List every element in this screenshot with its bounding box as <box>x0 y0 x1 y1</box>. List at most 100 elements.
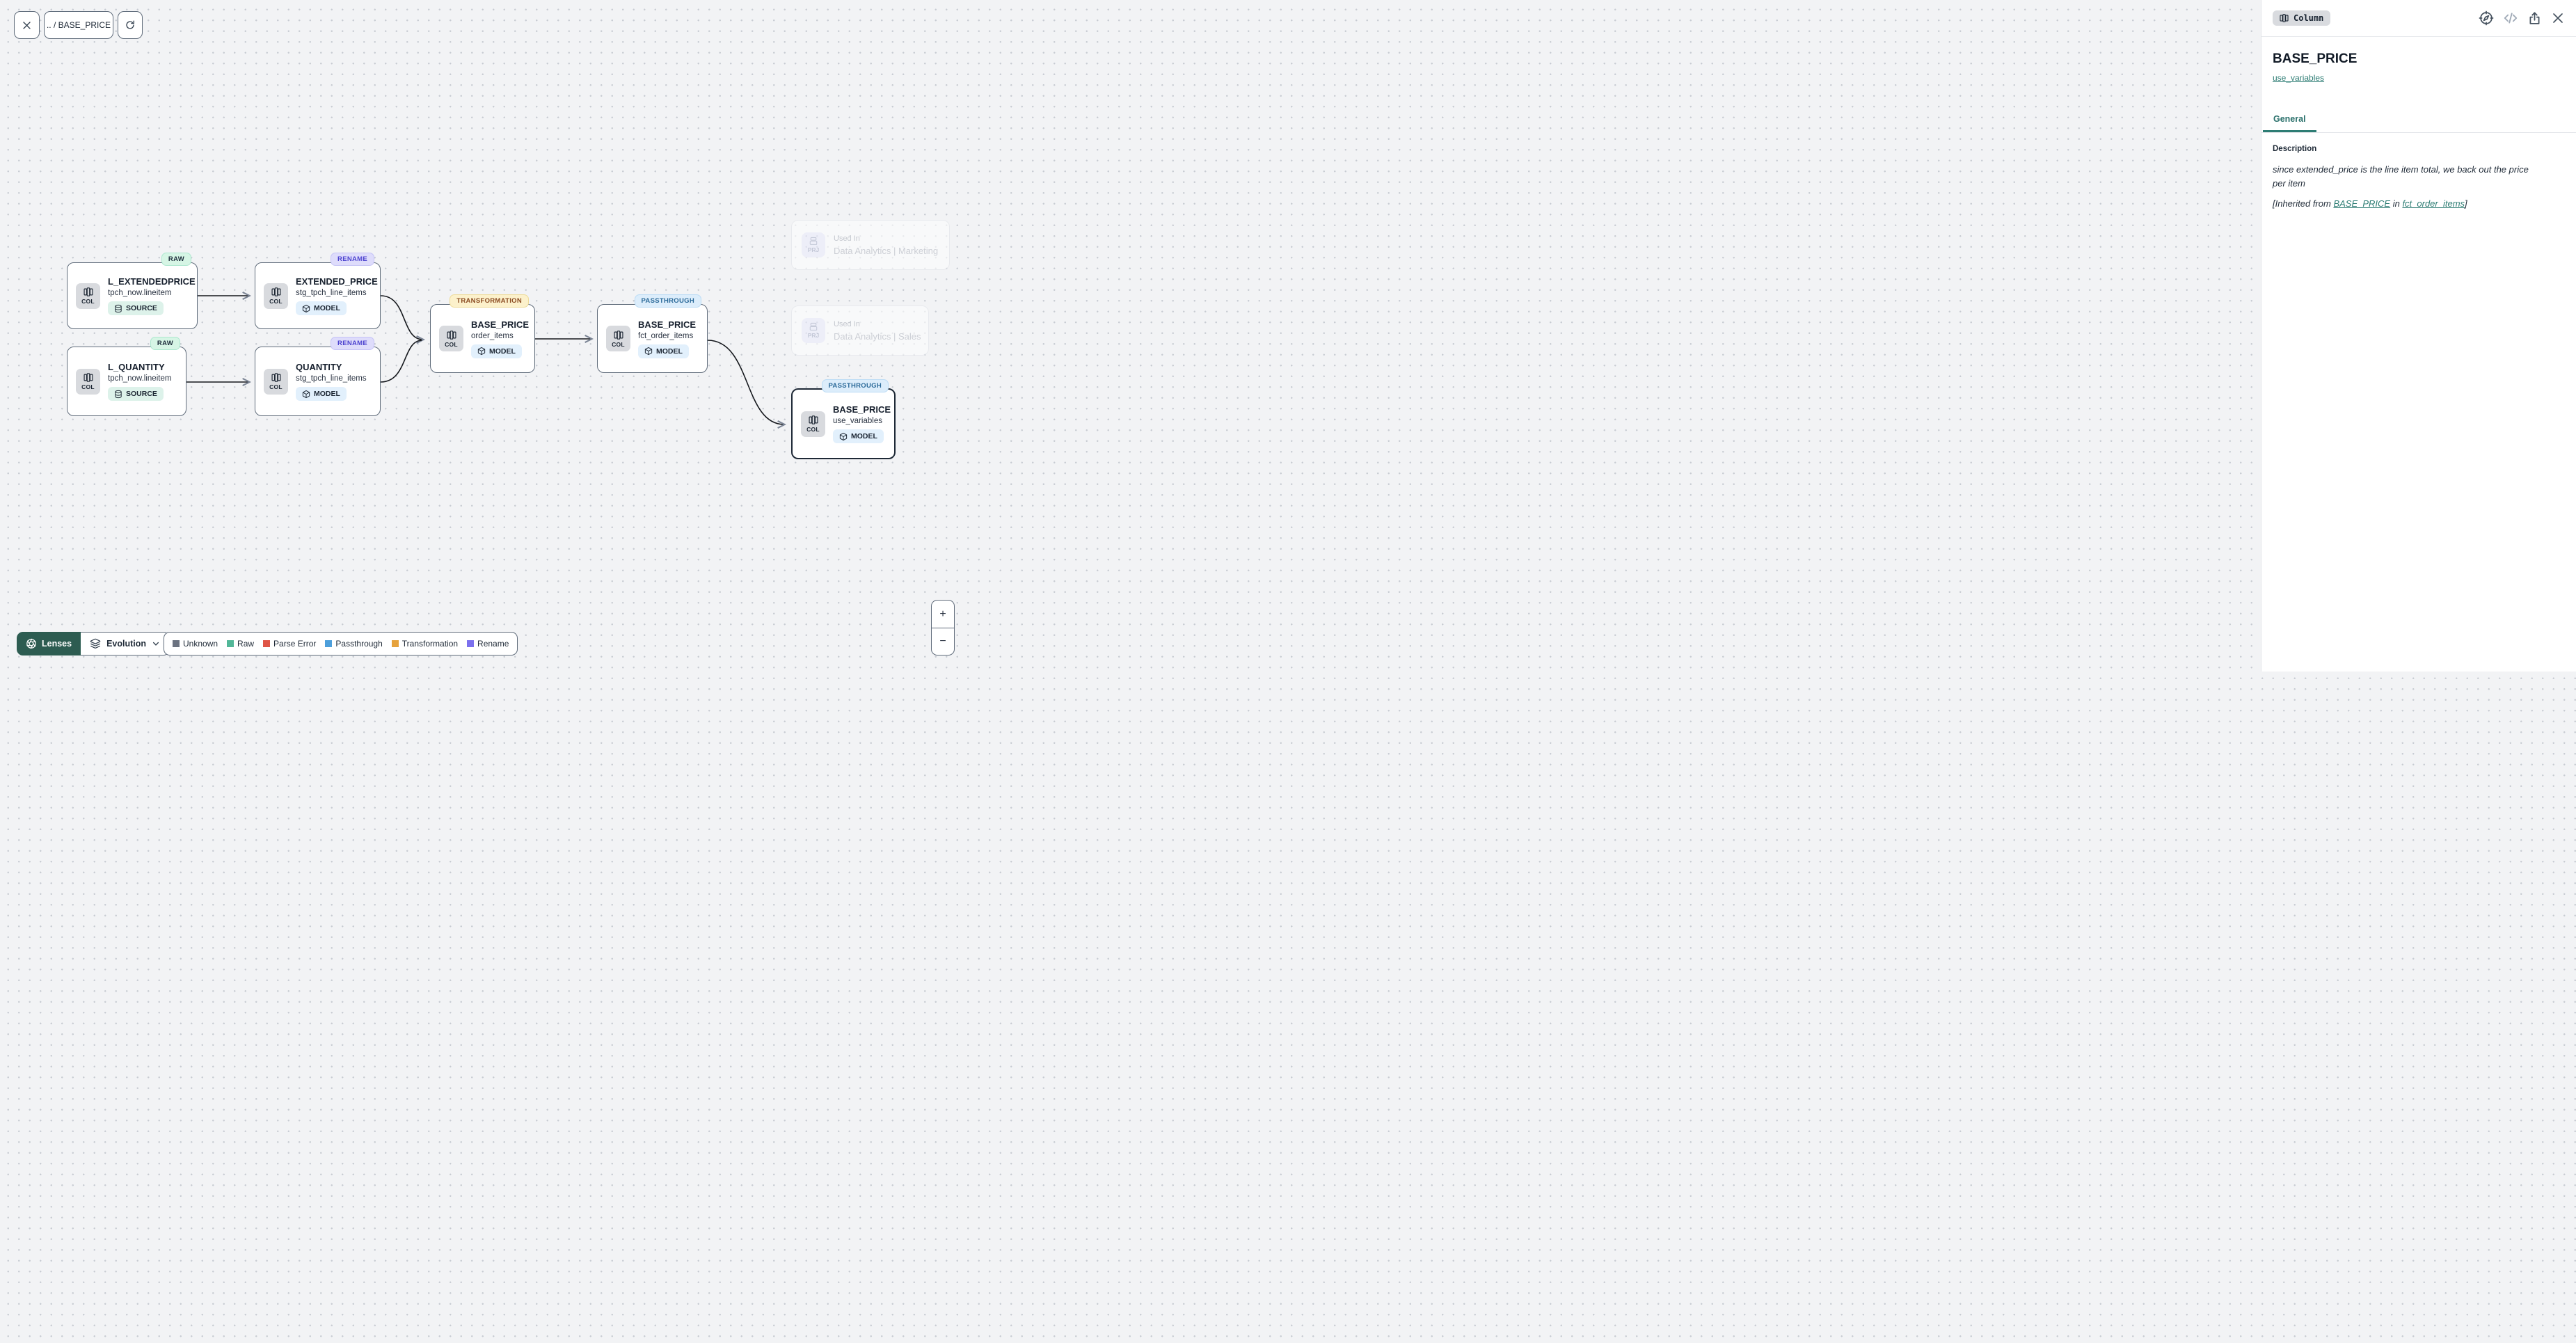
aperture-icon <box>26 638 36 649</box>
legend-item-rename: Rename <box>467 639 509 649</box>
drawers-icon <box>809 322 818 331</box>
node-title: BASE_PRICE <box>638 319 697 330</box>
inherited-column-link[interactable]: BASE_PRICE <box>2333 198 2391 209</box>
details-panel: Column BASE_PRICE use_variables General … <box>2261 0 2576 672</box>
edge-extendedprice-orderitems <box>380 295 423 340</box>
node-subtitle: stg_tpch_line_items <box>296 289 367 297</box>
zoom-out-button[interactable]: − <box>932 628 954 655</box>
used-in-node-sales[interactable]: PRJ Used In Data Analytics | Sales <box>791 305 929 356</box>
breadcrumb-label: .. / BASE_PRICE <box>46 20 111 30</box>
legend-swatch <box>227 640 234 647</box>
project-type-icon: PRJ <box>802 318 825 343</box>
used-in-project: Data Analytics | Sales <box>834 331 921 342</box>
node-title: L_EXTENDEDPRICE <box>108 276 196 287</box>
evolution-badge-transformation: TRANSFORMATION <box>450 294 529 308</box>
description-body: since extended_price is the line item to… <box>2273 164 2529 189</box>
entity-kind-badge: Column <box>2273 10 2331 26</box>
node-extended-price[interactable]: RENAME COL EXTENDED_PRICE stg_tpch_line_… <box>255 253 381 329</box>
source-pill: SOURCE <box>108 301 164 315</box>
code-icon <box>2504 13 2518 24</box>
cube-icon <box>839 432 848 440</box>
panel-tabs: General <box>2261 108 2576 133</box>
used-in-node-marketing[interactable]: PRJ Used In Data Analytics | Marketing <box>791 220 950 270</box>
share-icon <box>2529 11 2540 24</box>
legend-swatch <box>173 640 180 647</box>
lenses-button[interactable]: Lenses <box>17 632 81 655</box>
close-icon <box>23 21 31 29</box>
evolution-badge-rename: RENAME <box>331 253 374 266</box>
description-inherited: [Inherited from BASE_PRICE in fct_order_… <box>2273 198 2467 209</box>
column-type-icon: COL <box>264 368 288 395</box>
code-view-button[interactable] <box>2503 10 2518 26</box>
legend-item-passthrough: Passthrough <box>325 639 383 649</box>
node-subtitle: order_items <box>471 331 514 340</box>
model-pill: MODEL <box>471 344 522 358</box>
cube-icon <box>302 304 310 312</box>
node-l-quantity[interactable]: RAW COL L_QUANTITY tpch_now.lineitem SOU… <box>67 337 186 416</box>
inherited-model-link[interactable]: fct_order_items <box>2402 198 2465 209</box>
zoom-controls: + − <box>931 600 955 655</box>
column-type-icon: COL <box>439 326 463 351</box>
node-title: QUANTITY <box>296 362 342 372</box>
node-title: L_QUANTITY <box>108 362 165 372</box>
close-graph-button[interactable] <box>14 11 40 39</box>
evolution-badge-raw: RAW <box>161 253 191 266</box>
node-l-extendedprice[interactable]: RAW COL L_EXTENDEDPRICE tpch_now.lineite… <box>67 253 198 329</box>
refresh-icon <box>126 20 134 29</box>
edge-fctorderitems-usevariables <box>707 340 784 424</box>
legend-item-unknown: Unknown <box>173 639 218 649</box>
columns-icon <box>83 373 93 382</box>
panel-title: BASE_PRICE <box>2273 51 2358 66</box>
legend-swatch <box>391 640 399 647</box>
tab-general[interactable]: General <box>2263 108 2316 132</box>
node-base-price-use-variables[interactable]: PASSTHROUGH COL BASE_PRICE use_variables… <box>791 379 896 459</box>
evolution-badge-raw: RAW <box>150 337 180 350</box>
cube-icon <box>477 347 486 356</box>
legend-swatch <box>325 640 333 647</box>
description-label: Description <box>2273 145 2317 153</box>
node-title: EXTENDED_PRICE <box>296 276 378 287</box>
legend-swatch <box>467 640 475 647</box>
explore-button[interactable] <box>2479 10 2494 26</box>
close-panel-button[interactable] <box>2551 11 2565 25</box>
node-subtitle: fct_order_items <box>638 331 694 340</box>
node-subtitle: tpch_now.lineitem <box>108 289 172 297</box>
node-subtitle: use_variables <box>833 417 882 425</box>
model-pill: MODEL <box>296 301 347 315</box>
legend-item-parse-error: Parse Error <box>263 639 316 649</box>
columns-icon <box>271 287 281 296</box>
columns-icon <box>2280 14 2289 22</box>
cube-icon <box>644 347 653 356</box>
columns-icon <box>446 330 456 340</box>
node-quantity[interactable]: RENAME COL QUANTITY stg_tpch_line_items … <box>255 337 381 416</box>
lens-select-dropdown[interactable]: Evolution <box>81 632 170 655</box>
project-type-icon: PRJ <box>802 232 825 257</box>
evolution-badge-passthrough: PASSTHROUGH <box>634 294 701 308</box>
node-title: BASE_PRICE <box>471 319 530 330</box>
evolution-badge-passthrough: PASSTHROUGH <box>821 379 889 392</box>
legend-item-raw: Raw <box>227 639 254 649</box>
cube-icon <box>302 390 310 398</box>
column-type-icon: COL <box>264 283 288 309</box>
column-type-icon: COL <box>606 326 630 351</box>
node-subtitle: tpch_now.lineitem <box>108 374 172 383</box>
node-title: BASE_PRICE <box>833 404 891 415</box>
legend-item-transformation: Transformation <box>391 639 458 649</box>
share-button[interactable] <box>2527 11 2542 26</box>
used-in-label: Used In <box>834 319 860 328</box>
layers-icon <box>90 638 101 649</box>
model-pill: MODEL <box>638 344 689 358</box>
zoom-in-button[interactable]: + <box>939 607 946 620</box>
columns-icon <box>808 415 818 424</box>
columns-icon <box>271 373 281 382</box>
node-base-price-fct-order-items[interactable]: PASSTHROUGH COL BASE_PRICE fct_order_ite… <box>597 294 708 373</box>
database-icon <box>115 304 122 312</box>
model-link[interactable]: use_variables <box>2273 73 2325 83</box>
refresh-button[interactable] <box>118 11 143 39</box>
compass-icon <box>2479 10 2494 26</box>
breadcrumb[interactable]: .. / BASE_PRICE <box>44 11 113 39</box>
database-icon <box>115 390 122 398</box>
used-in-project: Data Analytics | Marketing <box>834 245 939 256</box>
node-base-price-order-items[interactable]: TRANSFORMATION COL BASE_PRICE order_item… <box>430 294 535 373</box>
